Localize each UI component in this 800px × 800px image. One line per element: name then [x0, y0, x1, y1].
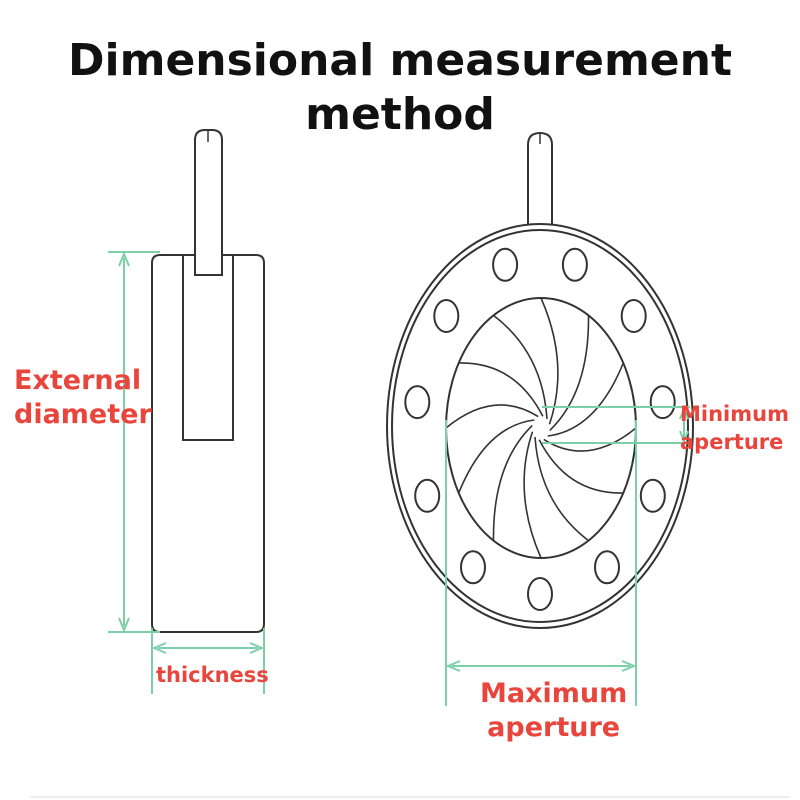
external-diameter-arrow-top — [118, 251, 130, 267]
front-view-lever — [527, 131, 553, 225]
maximum-aperture-label-line-2: aperture — [487, 712, 621, 743]
iris-blade — [445, 404, 539, 429]
iris-blade — [492, 425, 533, 541]
maximum-aperture-arrow-right — [621, 660, 637, 672]
iris-blade — [540, 297, 559, 425]
thickness-arrow-left — [151, 642, 167, 654]
mounting-hole — [414, 478, 441, 513]
iris-blade — [457, 419, 535, 494]
mounting-hole — [561, 247, 588, 282]
iris-blade — [493, 314, 548, 420]
minimum-aperture-label-line-1: Minimum — [680, 402, 789, 426]
front-view — [386, 131, 694, 629]
mounting-hole — [620, 299, 647, 333]
iris-blade — [543, 427, 637, 452]
maximum-aperture-label: Maximum aperture — [480, 677, 627, 745]
iris-blade — [547, 362, 625, 437]
iris-blade — [549, 315, 590, 431]
mounting-hole — [433, 299, 460, 333]
side-view-inner-slot — [182, 255, 234, 441]
maximum-aperture-arrow-left — [445, 660, 461, 672]
mounting-hole — [492, 247, 519, 282]
side-view-lever — [194, 129, 223, 276]
iris-blade — [534, 436, 589, 542]
side-view — [151, 129, 265, 633]
mounting-hole — [460, 550, 486, 585]
minimum-aperture-label: Minimum aperture — [680, 400, 789, 456]
page-title-line-1: Dimensional measurement — [67, 35, 733, 86]
iris-blade — [523, 431, 542, 559]
external-diameter-label: External diameter — [14, 364, 152, 432]
page-title-line-2: method — [305, 89, 495, 140]
external-diameter-arrow-bottom — [118, 617, 130, 633]
mounting-hole — [649, 385, 676, 420]
external-diameter-label-line-1: External — [14, 365, 142, 396]
iris-blade — [538, 439, 624, 494]
minimum-aperture-arrow-bottom — [679, 430, 689, 444]
mounting-holes — [404, 247, 676, 611]
thickness-label: thickness — [156, 663, 269, 687]
mounting-hole — [639, 478, 666, 513]
front-view-aperture-housing — [445, 297, 637, 559]
minimum-aperture-label-line-2: aperture — [680, 430, 784, 454]
front-view-inner-ring — [391, 229, 689, 623]
side-view-body — [151, 254, 265, 633]
external-diameter-label-line-2: diameter — [14, 399, 152, 430]
iris-blade — [458, 362, 544, 417]
thickness-arrow-right — [249, 642, 265, 654]
page-title: Dimensional measurement method — [0, 34, 800, 142]
mounting-hole — [527, 577, 553, 611]
mounting-hole — [404, 385, 431, 420]
minimum-aperture-arrow-top — [679, 406, 689, 420]
mounting-hole — [594, 550, 620, 585]
dimension-lines — [108, 251, 690, 706]
iris-blades — [445, 297, 637, 559]
front-view-outer-ring — [386, 223, 694, 629]
maximum-aperture-label-line-1: Maximum — [480, 678, 628, 709]
